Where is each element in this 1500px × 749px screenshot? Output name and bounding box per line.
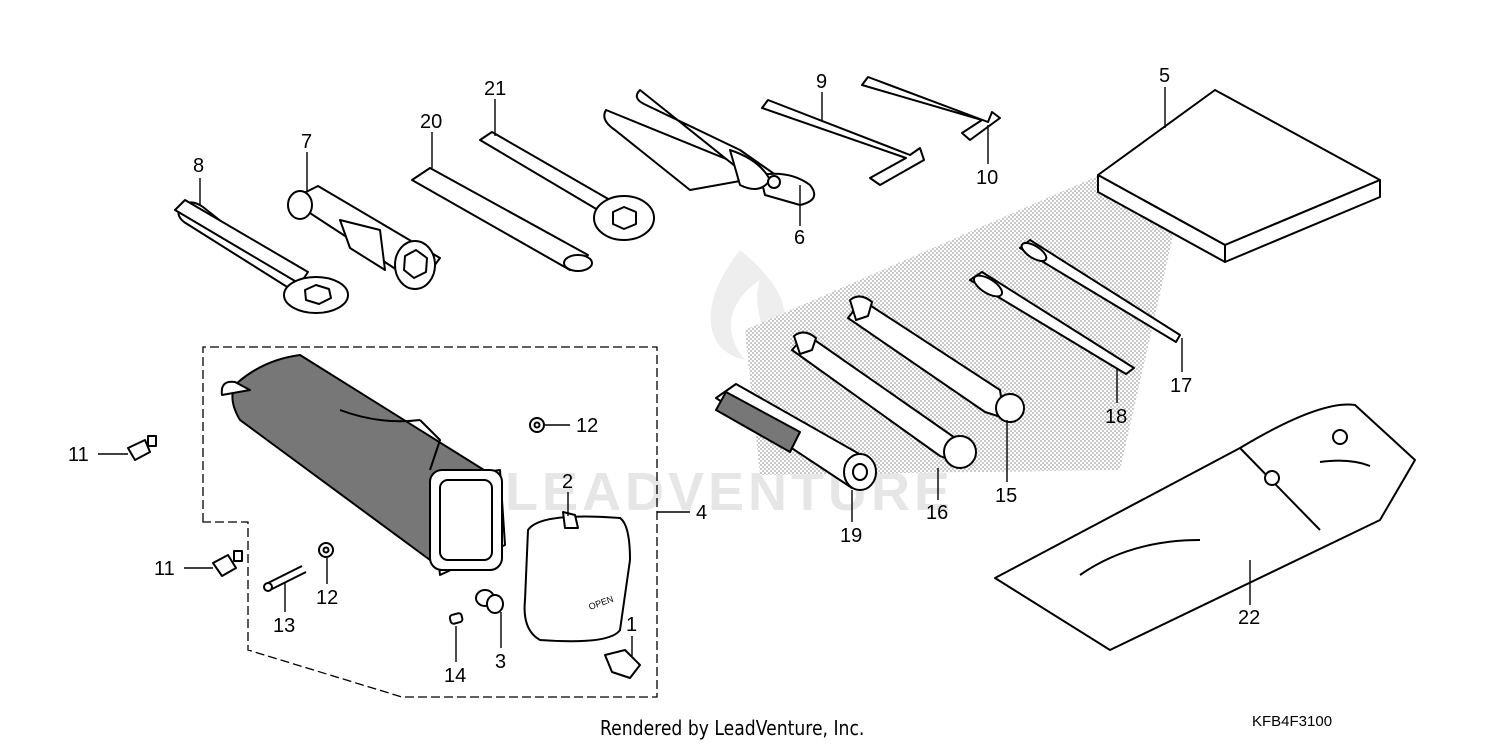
callout-11-upper: 11 — [68, 444, 89, 466]
screwdriver-18 — [969, 271, 1135, 375]
callout-17: 17 — [1170, 375, 1192, 397]
bolt-11-upper — [127, 435, 157, 461]
callout-18: 18 — [1105, 406, 1127, 428]
callout-20: 20 — [420, 111, 442, 133]
spacer-14 — [448, 612, 464, 625]
case-lid-2: OPEN — [523, 511, 631, 643]
callout-11-lower: 11 — [154, 558, 175, 580]
callout-21: 21 — [484, 78, 506, 100]
callout-7: 7 — [301, 131, 312, 153]
cotter-pin-13 — [263, 565, 307, 592]
socket-extension-19 — [715, 383, 877, 491]
nut-12-lower — [318, 542, 334, 558]
lock-bolt-1 — [604, 649, 641, 679]
cleaning-pad-5 — [1097, 89, 1381, 263]
pliers-6 — [603, 89, 816, 206]
callout-12-lower: 12 — [316, 587, 338, 609]
callout-14: 14 — [444, 665, 466, 687]
open-wrench-15 — [847, 295, 1025, 423]
callout-6: 6 — [794, 227, 805, 249]
callout-2: 2 — [562, 471, 573, 493]
callout-13: 13 — [273, 615, 295, 637]
callout-3: 3 — [495, 651, 506, 673]
hex-key-10 — [861, 76, 1001, 141]
screwdriver-17 — [1019, 239, 1181, 343]
callout-15: 15 — [995, 485, 1017, 507]
nut-12-upper — [529, 417, 545, 433]
callout-1: 1 — [626, 614, 637, 636]
callout-19: 19 — [840, 525, 862, 547]
bolt-11-lower — [212, 550, 243, 577]
grommet-3 — [475, 589, 504, 614]
diagram-code: KFB4F3100 — [1252, 713, 1333, 730]
callout-5: 5 — [1159, 65, 1170, 87]
wrench-21 — [479, 131, 655, 241]
shading-band — [745, 175, 1180, 475]
callout-9: 9 — [816, 71, 827, 93]
tool-case-4 — [220, 354, 506, 576]
tool-case-boundary — [202, 346, 658, 698]
spark-plug-socket-7 — [287, 185, 441, 290]
leader-lines — [98, 87, 1251, 662]
callout-8: 8 — [193, 155, 204, 177]
callout-12-upper: 12 — [576, 415, 598, 437]
callout-4: 4 — [696, 502, 707, 524]
open-wrench-16 — [791, 331, 977, 469]
footer-credit: Rendered by LeadVenture, Inc. — [600, 716, 865, 740]
callout-labels: 8 7 20 21 6 9 10 5 17 18 15 16 19 22 4 2… — [68, 65, 1260, 687]
tool-handle-20 — [411, 167, 593, 272]
callout-10: 10 — [976, 167, 998, 189]
tool-bag-22 — [994, 403, 1416, 651]
callout-22: 22 — [1238, 607, 1260, 629]
callout-16: 16 — [926, 502, 948, 524]
box-wrench-8 — [174, 199, 349, 314]
hex-key-9 — [761, 99, 925, 186]
